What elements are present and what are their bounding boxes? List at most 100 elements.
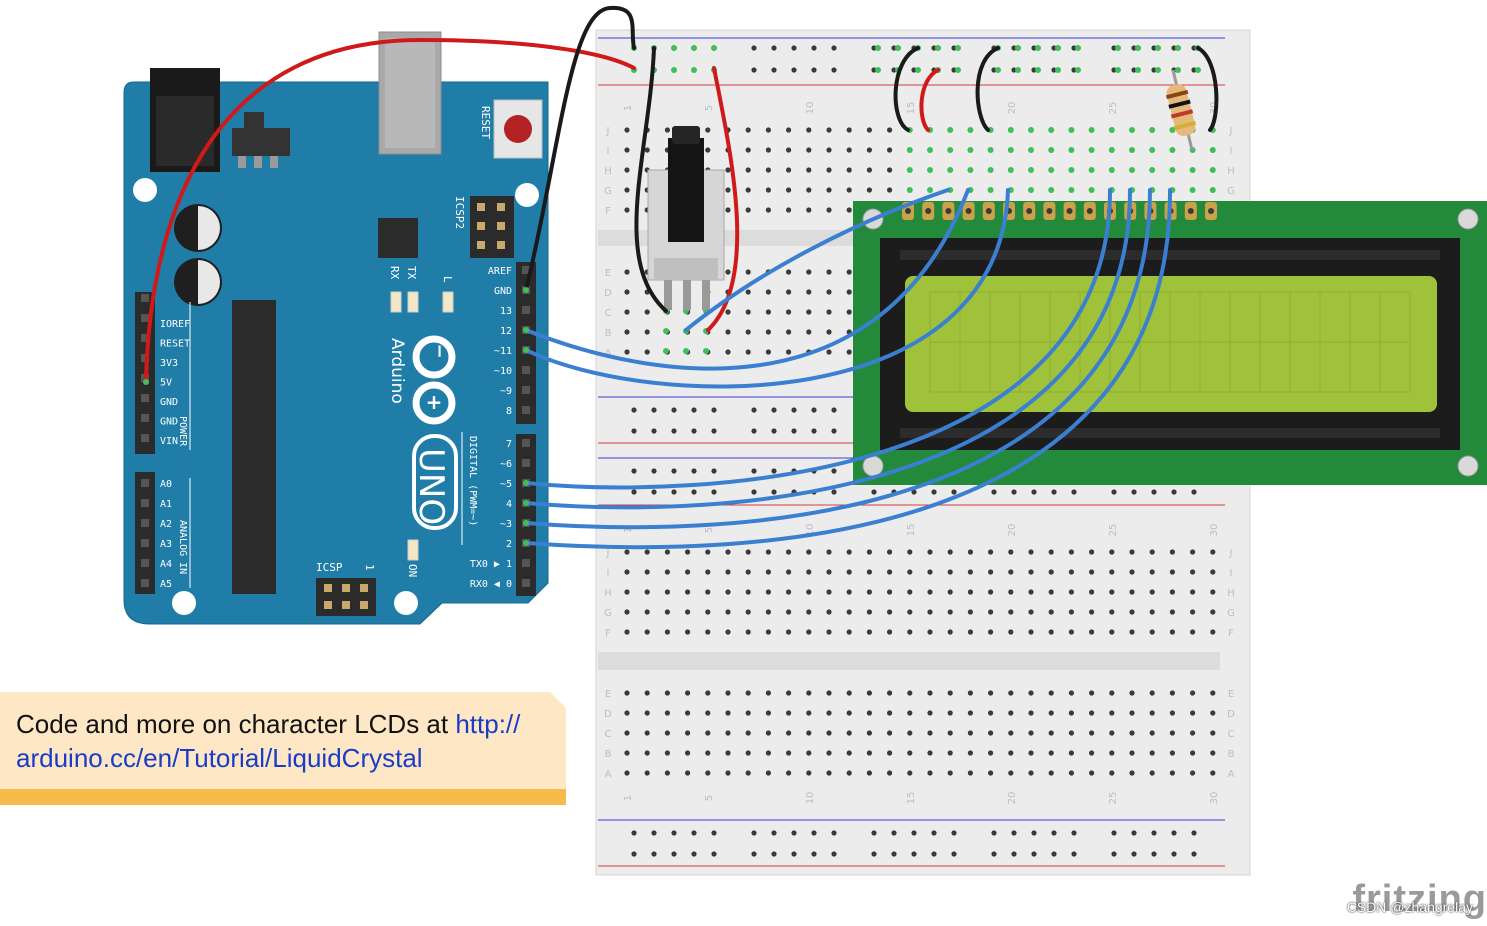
row-label-right: F	[1228, 628, 1234, 639]
digital-pin-label: 4	[506, 499, 512, 510]
power-pin-label: RESET	[160, 339, 190, 350]
column-number: 10	[805, 102, 816, 115]
wire-red-pot	[706, 66, 740, 332]
icsp-header	[316, 578, 376, 616]
wire-blue-d3	[524, 188, 1152, 530]
row-label-right: E	[1228, 689, 1234, 700]
icsp2-label: ICSP2	[453, 196, 466, 229]
digital-pin-label: RX0 ◀ 0	[470, 579, 512, 590]
note-strip	[0, 789, 566, 805]
column-number: 15	[906, 792, 917, 805]
row-label-left: H	[604, 166, 612, 177]
icsp-label: ICSP	[316, 561, 343, 574]
note-lead-text: Code and more on character LCDs at	[16, 709, 456, 739]
column-number: 10	[805, 524, 816, 537]
column-number: 15	[906, 524, 917, 537]
icsp2-header	[470, 196, 514, 258]
power-pin-label: 3V3	[160, 358, 178, 369]
column-number: 15	[906, 102, 917, 115]
row-label-left: A	[605, 769, 612, 780]
row-label-left: G	[604, 186, 612, 197]
row-label-left: J	[606, 548, 610, 559]
row-label-left: D	[604, 709, 612, 720]
svg-text:+: +	[426, 390, 443, 414]
row-label-right: H	[1227, 166, 1235, 177]
row-label-left: C	[605, 729, 612, 740]
digital-label: DIGITAL (PWM=~)	[467, 436, 478, 526]
arduino-logo	[412, 335, 456, 425]
row-label-left: F	[605, 628, 611, 639]
digital-pin-label: 8	[506, 406, 512, 417]
column-number: 1	[623, 105, 634, 111]
row-label-right: B	[1228, 749, 1235, 760]
column-number: 5	[704, 527, 715, 533]
atmega-chip	[232, 300, 276, 594]
column-number: 1	[623, 795, 634, 801]
row-label-right: A	[1228, 769, 1235, 780]
column-number: 1	[623, 527, 634, 533]
column-number: 30	[1209, 792, 1220, 805]
column-number: 25	[1108, 792, 1119, 805]
power-label: POWER	[177, 416, 188, 447]
wire-red-jumper	[919, 68, 940, 132]
on-label: ON	[406, 564, 419, 577]
digital-pin-label: ~3	[500, 519, 512, 530]
row-label-right: I	[1230, 146, 1233, 157]
analog-pin-label: A2	[160, 519, 172, 530]
wire-black-jumper-1	[893, 46, 920, 132]
digital-pin-label: TX0 ▶ 1	[470, 559, 512, 570]
reset-label: RESET	[479, 106, 492, 139]
svg-text:−: −	[429, 343, 450, 358]
icsp-pin1-label: 1	[363, 564, 376, 571]
wire-blue-d2	[524, 188, 1173, 550]
rx-label: RX	[388, 266, 401, 280]
wire-black-jumper-3	[1196, 46, 1219, 132]
digital-pin-label: ~5	[500, 479, 512, 490]
power-pin-label: GND	[160, 417, 178, 428]
power-pin-label: GND	[160, 397, 178, 408]
wire-red-5v	[144, 37, 636, 384]
row-label-right: J	[1229, 126, 1233, 137]
wire-blue-d11	[524, 188, 1010, 389]
digital-pin-label: AREF	[488, 266, 512, 277]
potentiometer	[647, 126, 725, 310]
analog-pin-label: A3	[160, 539, 172, 550]
row-label-left: B	[605, 328, 612, 339]
fritzing-logo: fritzing	[1352, 878, 1487, 920]
row-label-left: F	[605, 206, 611, 217]
lcd-16x2-module	[853, 201, 1487, 485]
wire-blue-d12	[524, 188, 970, 371]
row-label-right: I	[1230, 568, 1233, 579]
row-label-left: A	[605, 348, 612, 359]
digital-pin-label: ~6	[500, 459, 512, 470]
column-number: 30	[1209, 524, 1220, 537]
arduino-brand-text: Arduino	[387, 338, 407, 404]
note-text: Code and more on character LCDs at http:…	[16, 707, 556, 775]
uno-text: UNO	[411, 448, 451, 525]
row-label-left: E	[605, 268, 611, 279]
note-link-line2[interactable]: arduino.cc/en/Tutorial/LiquidCrystal	[16, 743, 423, 773]
digital-pin-label: 2	[506, 539, 512, 550]
note-link-line1[interactable]: http://	[455, 709, 521, 739]
digital-pin-label: 12	[500, 326, 512, 337]
column-number: 25	[1108, 102, 1119, 115]
column-number: 5	[704, 105, 715, 111]
l-label: L	[441, 276, 454, 283]
digital-pin-label: ~9	[500, 386, 512, 397]
info-note: Code and more on character LCDs at http:…	[0, 692, 566, 812]
row-label-right: H	[1227, 588, 1235, 599]
row-label-left: G	[604, 608, 612, 619]
wire-blue-d5	[524, 188, 1112, 490]
csdn-watermark: CSDN @zhangrelay	[1346, 899, 1473, 915]
analog-pin-label: A1	[160, 499, 172, 510]
row-label-left: H	[604, 588, 612, 599]
wire-blue-d4	[524, 188, 1132, 510]
row-label-left: J	[606, 126, 610, 137]
wires	[143, 5, 1219, 550]
power-pin-label: VIN	[160, 436, 178, 447]
wire-blue-contrast	[684, 188, 950, 332]
row-label-right: G	[1227, 186, 1235, 197]
row-label-left: I	[607, 146, 610, 157]
column-number: 20	[1007, 792, 1018, 805]
